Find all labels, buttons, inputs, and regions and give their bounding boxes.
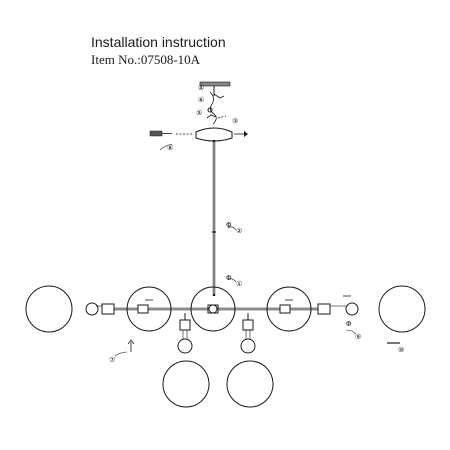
bulb-icon: [345, 302, 359, 316]
phi-symbol: Φ: [346, 320, 352, 328]
glass-shade-right-inner: [266, 286, 312, 332]
screw-icon: [149, 130, 163, 137]
leader-line: [227, 278, 237, 283]
screw-icon: [207, 107, 213, 113]
glass-shade-lower-left: [162, 360, 210, 408]
phi-symbol: Φ: [226, 221, 232, 229]
socket-center: [207, 304, 219, 314]
accessories: [114, 329, 400, 357]
leader-line: [217, 115, 227, 119]
phi-symbol: Φ: [226, 274, 232, 282]
callouts: ④ ⑥ ⑤ ③ ⑧ Φ ② Φ ① ⑦ Φ ⑨ ⑩: [109, 84, 404, 364]
leader-line: [159, 143, 173, 151]
hanging-socket-right: [240, 313, 256, 354]
callout-3: ③: [232, 117, 238, 125]
callout-4: ④: [198, 84, 204, 92]
socket-right-end: [317, 295, 359, 316]
leader-line: [345, 329, 357, 335]
bulb-icon: [208, 304, 218, 314]
socket-icon: [279, 304, 291, 314]
socket-right-mid: [279, 304, 291, 314]
callout-8: ⑧: [167, 144, 173, 152]
hanging-sockets: [177, 313, 256, 354]
bulb-icon: [240, 338, 256, 354]
callout-5: ⑤: [196, 109, 202, 117]
canopy: [176, 127, 248, 142]
glass-shade-center: [190, 286, 236, 332]
glass-shade-right-outer: [378, 285, 426, 333]
socket-icon: [137, 304, 149, 314]
glass-shades-row: [25, 285, 426, 333]
mounting-strap: [213, 93, 225, 99]
hanging-socket-left: [177, 313, 193, 354]
socket-icon: [317, 303, 331, 315]
glass-shades-lower: [162, 360, 274, 408]
callout-6: ⑥: [198, 96, 204, 104]
bulb-icon: [177, 338, 193, 354]
wire-connector: [206, 114, 217, 119]
diagram-title: Installation instruction: [91, 34, 226, 50]
bulb-sockets: [85, 295, 359, 316]
glass-shade-left-outer: [25, 285, 73, 333]
arrow-up-icon: [127, 339, 135, 345]
wire-loop: [209, 91, 217, 125]
callout-2: ②: [236, 227, 242, 235]
canopy-body: [195, 127, 233, 142]
socket-left-mid: [137, 304, 149, 314]
down-rod: [212, 140, 237, 296]
glass-shade-lower-right: [226, 360, 274, 408]
ceiling-hardware: [199, 81, 231, 125]
socket-icon: [242, 319, 254, 331]
socket-icon: [179, 319, 191, 331]
socket-icon: [101, 303, 115, 315]
canopy-screw: [149, 130, 173, 151]
callout-1: ①: [236, 280, 242, 288]
leader-line: [227, 226, 237, 231]
callout-10: ⑩: [398, 346, 404, 354]
glass-shade-left-inner: [126, 286, 172, 332]
socket-left-end: [85, 302, 115, 316]
arrow-head-icon: [244, 131, 248, 137]
leader-line: [114, 351, 128, 357]
item-number: Item No.:07508-10A: [91, 52, 201, 67]
callout-9: ⑨: [355, 333, 361, 341]
callout-7: ⑦: [109, 356, 115, 364]
ceiling-plate-hatch: [199, 81, 231, 87]
bulb-icon: [85, 302, 99, 316]
